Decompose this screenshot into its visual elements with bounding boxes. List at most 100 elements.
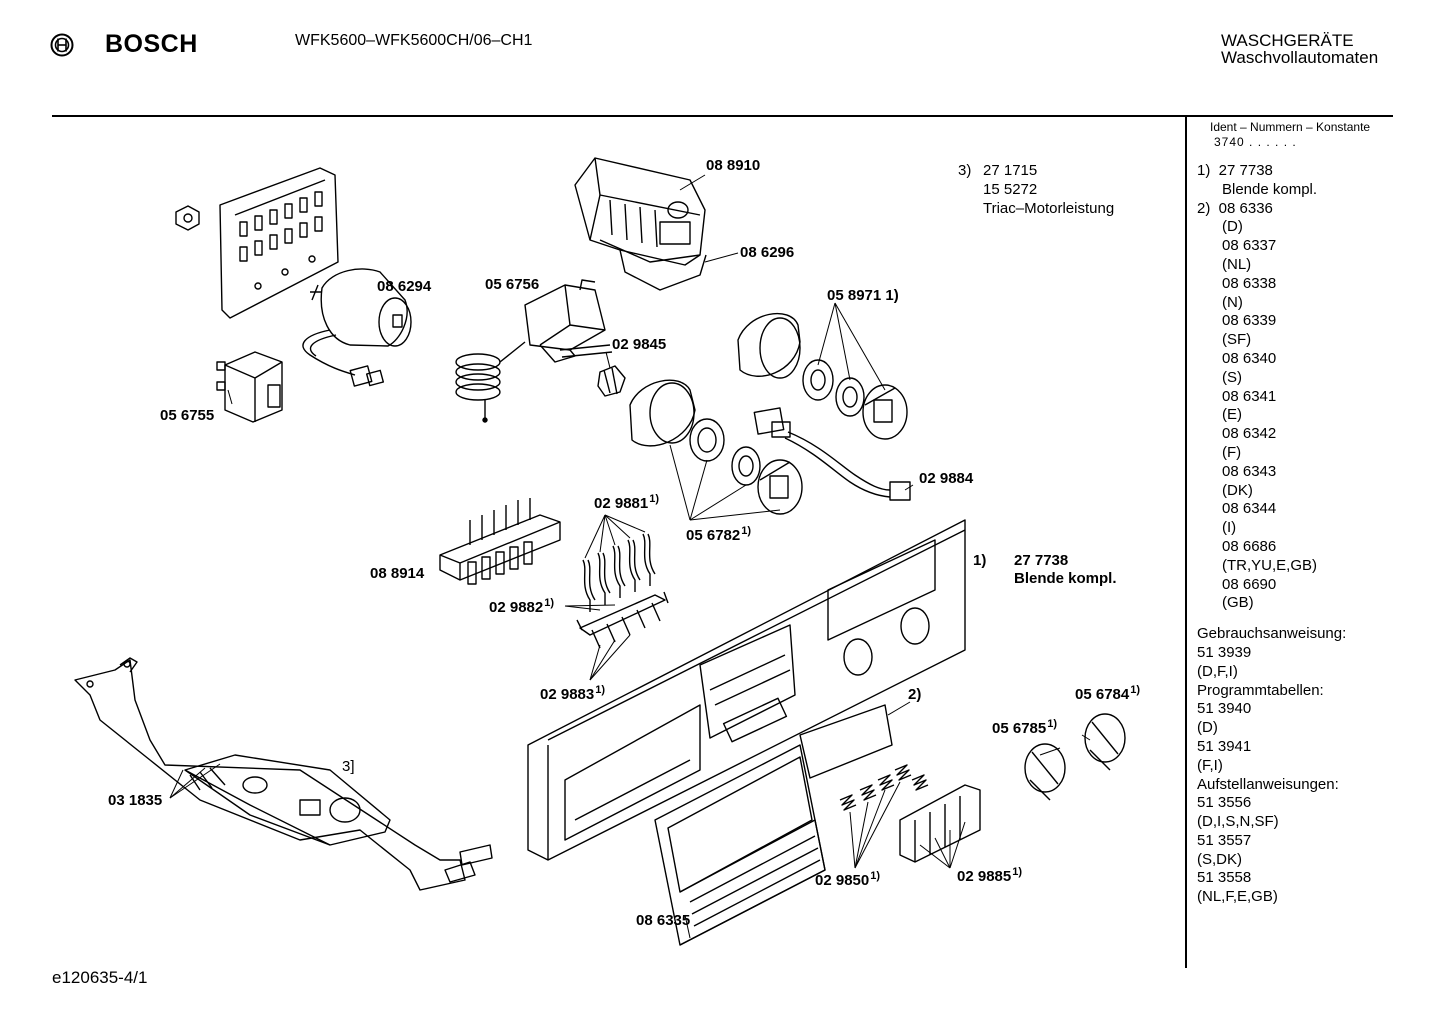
terminal-block-part — [439, 498, 561, 585]
part-number: 02 9882 — [489, 599, 544, 616]
part-label-088910: 08 8910 — [706, 157, 761, 174]
control-board-part — [184, 754, 391, 846]
exploded-parts-drawing — [74, 157, 1126, 946]
sidebar-line: 51 3556 — [1197, 794, 1252, 812]
sidebar-line: 08 6337 — [1197, 237, 1277, 255]
sidebar-line: 08 6340 — [1197, 349, 1277, 367]
sidebar-line: 2) 08 6336 — [1197, 199, 1273, 217]
footnote-marker: 1) — [1130, 684, 1141, 696]
part-label-086335: 08 6335 — [636, 912, 691, 929]
ident-value: 3740 . . . . . . — [1214, 135, 1297, 149]
part-number: 05 6782 — [686, 527, 741, 544]
part-label-056756: 05 6756 — [485, 276, 540, 293]
bosch-logo-icon — [50, 33, 74, 57]
part-number: 02 9885 — [957, 868, 1012, 885]
capacitor-part — [302, 268, 412, 387]
part-label-088914: 08 8914 — [370, 565, 425, 582]
sidebar-list: 1) 27 7738 Blende kompl.2) 08 6336 (D) 0… — [1197, 162, 1346, 907]
part-label-056782: 05 67821) — [686, 525, 751, 544]
base-frame-part — [74, 657, 493, 891]
sidebar-line: (D,F,I) — [1197, 662, 1238, 680]
leader-lines — [169, 174, 1091, 939]
footnote-marker: 1) — [595, 684, 606, 696]
sidebar-line: (D,I,S,N,SF) — [1197, 813, 1279, 831]
sidebar-line: 08 6338 — [1197, 274, 1277, 292]
footnote-marker: 1) — [1047, 718, 1058, 730]
cover-flap-part — [654, 744, 826, 946]
part-label-277738: 27 7738 — [1014, 552, 1069, 569]
note3-line1: 27 1715 — [983, 162, 1038, 179]
sidebar-line: 51 3941 — [1197, 737, 1252, 755]
sidebar-line: Gebrauchsanweisung: — [1197, 625, 1347, 643]
footer-code: e120635-4/1 — [52, 968, 148, 987]
nut-part — [175, 205, 200, 231]
transformer-part — [216, 351, 283, 423]
rotary-knob-parts — [1024, 713, 1126, 801]
knob-cap-lower-part — [629, 379, 696, 447]
sidebar-line — [1197, 613, 1346, 625]
knob-insert-parts — [757, 384, 908, 515]
sidebar-line: (D) — [1197, 719, 1218, 737]
sidebar-line: (S,DK) — [1197, 850, 1242, 868]
bracket-plate-part — [219, 167, 339, 319]
part-number: 05 6785 — [992, 720, 1047, 737]
contact-strip-part — [576, 591, 669, 649]
coil-spring-part — [455, 341, 526, 423]
small-springs-part — [839, 764, 929, 811]
sidebar-line: 51 3557 — [1197, 831, 1252, 849]
sidebar-line: (D) — [1197, 218, 1243, 236]
note3-line2: 15 5272 — [983, 181, 1038, 198]
note3-line3: Triac–Motorleistung — [983, 200, 1115, 217]
footnote-marker: 1) — [649, 493, 660, 505]
switch-housing-part — [574, 157, 707, 291]
spring-contacts-part — [582, 533, 656, 612]
sidebar-line: 51 3558 — [1197, 869, 1252, 887]
part-number: 05 6784 — [1075, 686, 1130, 703]
sidebar-line: 08 6339 — [1197, 312, 1277, 330]
sidebar-line: 08 6344 — [1197, 500, 1277, 518]
footnote-marker: 1) — [544, 597, 555, 609]
category-line1: WASCHGERÄTE — [1221, 31, 1354, 50]
part-label-056784: 05 67841) — [1075, 684, 1140, 703]
header-rule — [52, 115, 1393, 117]
part-label-056785: 05 67851) — [992, 718, 1057, 737]
part-label-029850: 02 98501) — [815, 870, 880, 889]
sidebar-line: (I) — [1197, 519, 1237, 537]
part-label-086296: 08 6296 — [740, 244, 795, 261]
sidebar-line: (DK) — [1197, 481, 1253, 499]
sidebar-line: Blende kompl. — [1197, 180, 1318, 198]
part-label-029884: 02 9884 — [919, 470, 974, 487]
part-marker-277738: 1) — [973, 552, 987, 569]
sidebar-line: 08 6341 — [1197, 387, 1277, 405]
programme-window-part — [799, 704, 893, 779]
part-marker-3: 3] — [342, 758, 355, 775]
relay-part — [524, 279, 613, 363]
category-line2: Waschvollautomaten — [1221, 48, 1379, 67]
sidebar-line: 08 6342 — [1197, 425, 1277, 443]
coupling-part — [597, 365, 626, 397]
footnote-marker: 1) — [870, 870, 881, 882]
model-number: WFK5600–WFK5600CH/06–CH1 — [295, 32, 533, 49]
sidebar-line: (NL) — [1197, 255, 1252, 273]
part-label-029845: 02 9845 — [612, 336, 667, 353]
sidebar-line: (GB) — [1197, 594, 1254, 612]
part-marker-2: 2) — [908, 686, 922, 703]
part-number: 02 9883 — [540, 686, 595, 703]
sidebar-line: 51 3939 — [1197, 643, 1252, 661]
part-label-029885: 02 98851) — [957, 866, 1022, 885]
sidebar-line: (SF) — [1197, 331, 1252, 349]
footnote-marker: 1) — [1012, 866, 1023, 878]
sidebar-divider — [1185, 116, 1187, 968]
footnote-marker: 1) — [741, 525, 752, 537]
sidebar-line: 51 3940 — [1197, 700, 1252, 718]
front-panel-part — [527, 519, 966, 861]
sidebar-line: 08 6690 — [1197, 575, 1277, 593]
part-number: 02 9850 — [815, 872, 870, 889]
wire-harness-part — [753, 407, 911, 501]
part-label-029883: 02 98831) — [540, 684, 605, 703]
part-label-086294: 08 6294 — [377, 278, 432, 295]
sidebar-line: 08 6686 — [1197, 537, 1277, 555]
sidebar-line: 1) 27 7738 — [1197, 162, 1273, 179]
ident-title: Ident – Nummern – Konstante — [1210, 120, 1371, 134]
sidebar-line: Programmtabellen: — [1197, 681, 1324, 699]
